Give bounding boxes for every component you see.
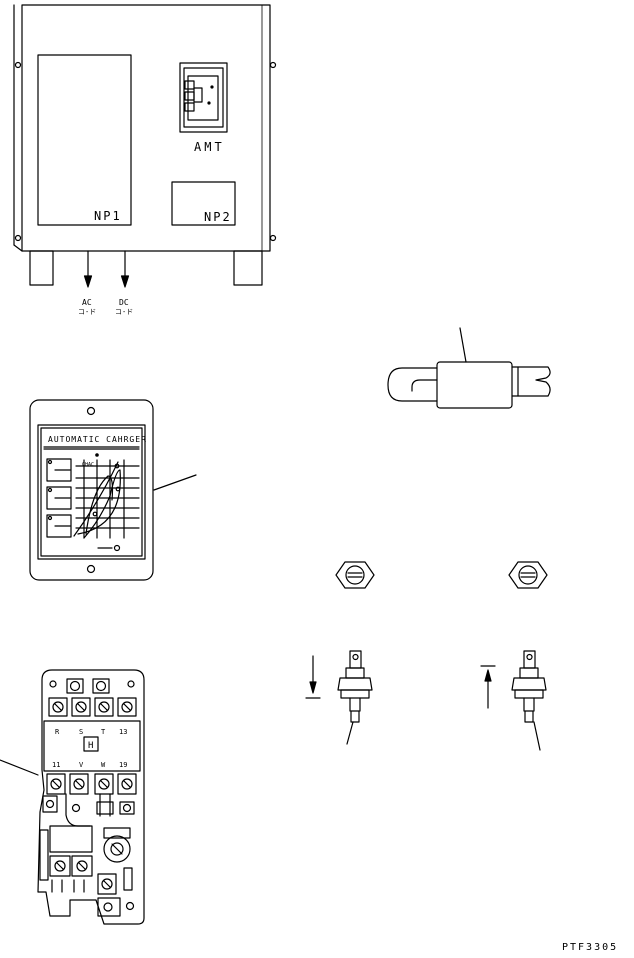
leader-line (346, 721, 354, 745)
cabinet-body (21, 4, 271, 252)
ammeter (179, 62, 228, 133)
charger-cabinet (13, 4, 277, 288)
fuse (387, 327, 551, 409)
cabinet-foot (29, 250, 54, 286)
dc-cord-arrow (120, 250, 130, 288)
terminal-13-label: 13 (119, 728, 127, 736)
magnetic-contactor (0, 669, 145, 925)
terminal-11-label: 11 (52, 761, 60, 769)
leader-line (153, 474, 197, 491)
hinge-icon (14, 61, 22, 69)
leader-line (459, 327, 467, 363)
cabinet-foot (233, 250, 263, 286)
mount-hole-icon (86, 406, 96, 416)
leader-line (533, 721, 541, 751)
drawing-code: PTF3305 (562, 942, 618, 953)
terminal-w-label: W (101, 761, 106, 769)
terminal-19-label: 19 (119, 761, 127, 769)
charger-title: AUTOMATIC CAHRGER (48, 435, 147, 444)
dc-cord-label: コ-ド (115, 308, 133, 316)
name-plate-np1 (37, 54, 132, 226)
terminal-t-label: T (101, 728, 106, 736)
ac-label: AC (82, 298, 92, 307)
terminal-front-view-left (335, 561, 375, 589)
automatic-charger-plate (29, 399, 197, 581)
terminal-side-view-left (337, 650, 373, 745)
hinge-icon (14, 234, 22, 242)
terminal-v-label: V (79, 761, 84, 769)
amt-label: AMT (194, 140, 225, 154)
terminal-s-label: S (79, 728, 83, 736)
terminal-r-label: R (55, 728, 60, 736)
up-arrow-icon (480, 665, 496, 709)
terminal-front-view-right (508, 561, 548, 589)
terminal-side-view-right (511, 650, 547, 751)
np2-label: NP2 (204, 210, 232, 224)
dc-label: DC (119, 298, 129, 307)
hinge-icon (269, 234, 277, 242)
charger-small-label: CHAC (82, 462, 94, 468)
ac-cord-arrow (83, 250, 93, 288)
name-plate-np2 (171, 181, 236, 226)
mount-hole-icon (86, 564, 96, 574)
terminal-h-label: H (88, 741, 93, 751)
ac-cord-label: コ-ド (78, 308, 96, 316)
leader-line (0, 759, 39, 776)
np1-label: NP1 (94, 209, 122, 223)
hinge-icon (269, 61, 277, 69)
down-arrow-icon (305, 655, 321, 699)
